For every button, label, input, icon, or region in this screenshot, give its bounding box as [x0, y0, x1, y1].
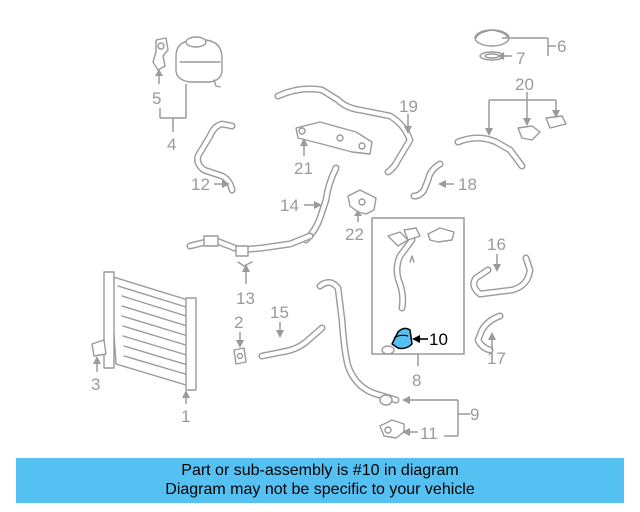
label-12: 12: [191, 175, 210, 194]
part-6-7-cap-seal: [474, 29, 556, 61]
label-11: 11: [420, 424, 438, 443]
part-9-11-lower-hose: [316, 279, 470, 439]
part-14-pipe: [302, 164, 340, 244]
part-20-hose-assembly: [454, 92, 567, 170]
part-15-hose: [258, 322, 326, 360]
label-1: 1: [181, 407, 190, 426]
banner-line-2: Diagram may not be specific to your vehi…: [165, 481, 475, 498]
label-7: 7: [516, 49, 525, 68]
label-3: 3: [91, 375, 100, 394]
label-18: 18: [458, 175, 477, 194]
label-5: 5: [152, 89, 161, 108]
part-1-radiator: [103, 271, 197, 404]
part-10-highlighted-hose: [391, 327, 428, 350]
label-17: 17: [487, 349, 506, 368]
part-4-coolant-tank: [159, 36, 223, 132]
part-8-hose-kit: [371, 217, 465, 366]
label-6: 6: [557, 37, 566, 56]
label-4: 4: [167, 135, 176, 154]
info-banner: Part or sub-assembly is #10 in diagram D…: [16, 458, 624, 503]
label-21: 21: [294, 159, 313, 178]
part-13-bracket: [186, 232, 314, 284]
banner-line-1: Part or sub-assembly is #10 in diagram: [181, 462, 459, 479]
part-2-bracket: [233, 332, 247, 365]
label-19: 19: [399, 97, 418, 116]
label-10: 10: [429, 330, 448, 349]
label-2: 2: [234, 313, 243, 332]
part-19-upper-hose: [274, 85, 414, 176]
label-16: 16: [487, 235, 506, 254]
part-18-hose: [410, 160, 454, 200]
label-20: 20: [515, 75, 534, 94]
label-9: 9: [470, 405, 479, 424]
label-8: 8: [412, 371, 421, 390]
part-17-hose: [474, 312, 504, 354]
label-22: 22: [345, 225, 364, 244]
label-15: 15: [270, 303, 289, 322]
part-22-housing: [347, 189, 377, 222]
label-13: 13: [236, 289, 255, 308]
part-12-hose: [194, 120, 236, 194]
part-3-mount: [91, 339, 107, 372]
parts-diagram: 5 4 12 19 21: [91, 29, 567, 443]
part-21-coolant-pipe: [295, 121, 373, 156]
part-5-bracket: [152, 37, 169, 84]
part-16-hose: [470, 254, 534, 298]
label-14: 14: [280, 196, 299, 215]
